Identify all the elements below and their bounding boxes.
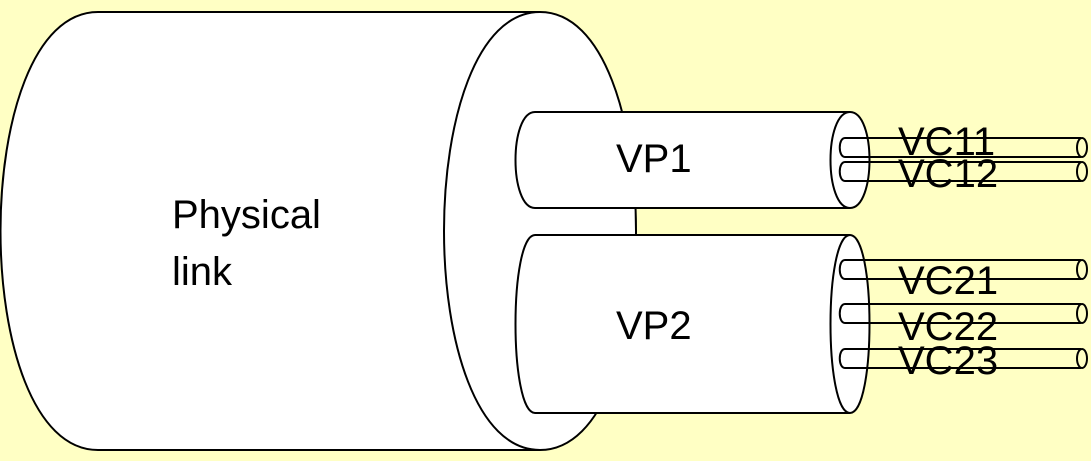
vc11-wire	[838, 137, 1088, 158]
vc22-label: VC22	[898, 305, 998, 349]
vc21-wire	[838, 259, 1088, 280]
physical-link-cable	[0, 11, 637, 451]
vp2-label: VP2	[616, 304, 692, 348]
vc12-wire	[838, 161, 1088, 182]
vc23-label: VC23	[898, 339, 998, 383]
vp2-tube	[514, 234, 871, 414]
vc23-wire	[838, 348, 1088, 369]
vc22-wire	[838, 303, 1088, 324]
physical-link-label-line1: Physical	[172, 193, 321, 237]
physical-link-label-line2: link	[172, 250, 233, 294]
vp1-label: VP1	[616, 137, 692, 181]
vc21-label: VC21	[898, 259, 998, 303]
vp1-tube	[514, 111, 871, 209]
vc12-label: VC12	[898, 152, 998, 196]
